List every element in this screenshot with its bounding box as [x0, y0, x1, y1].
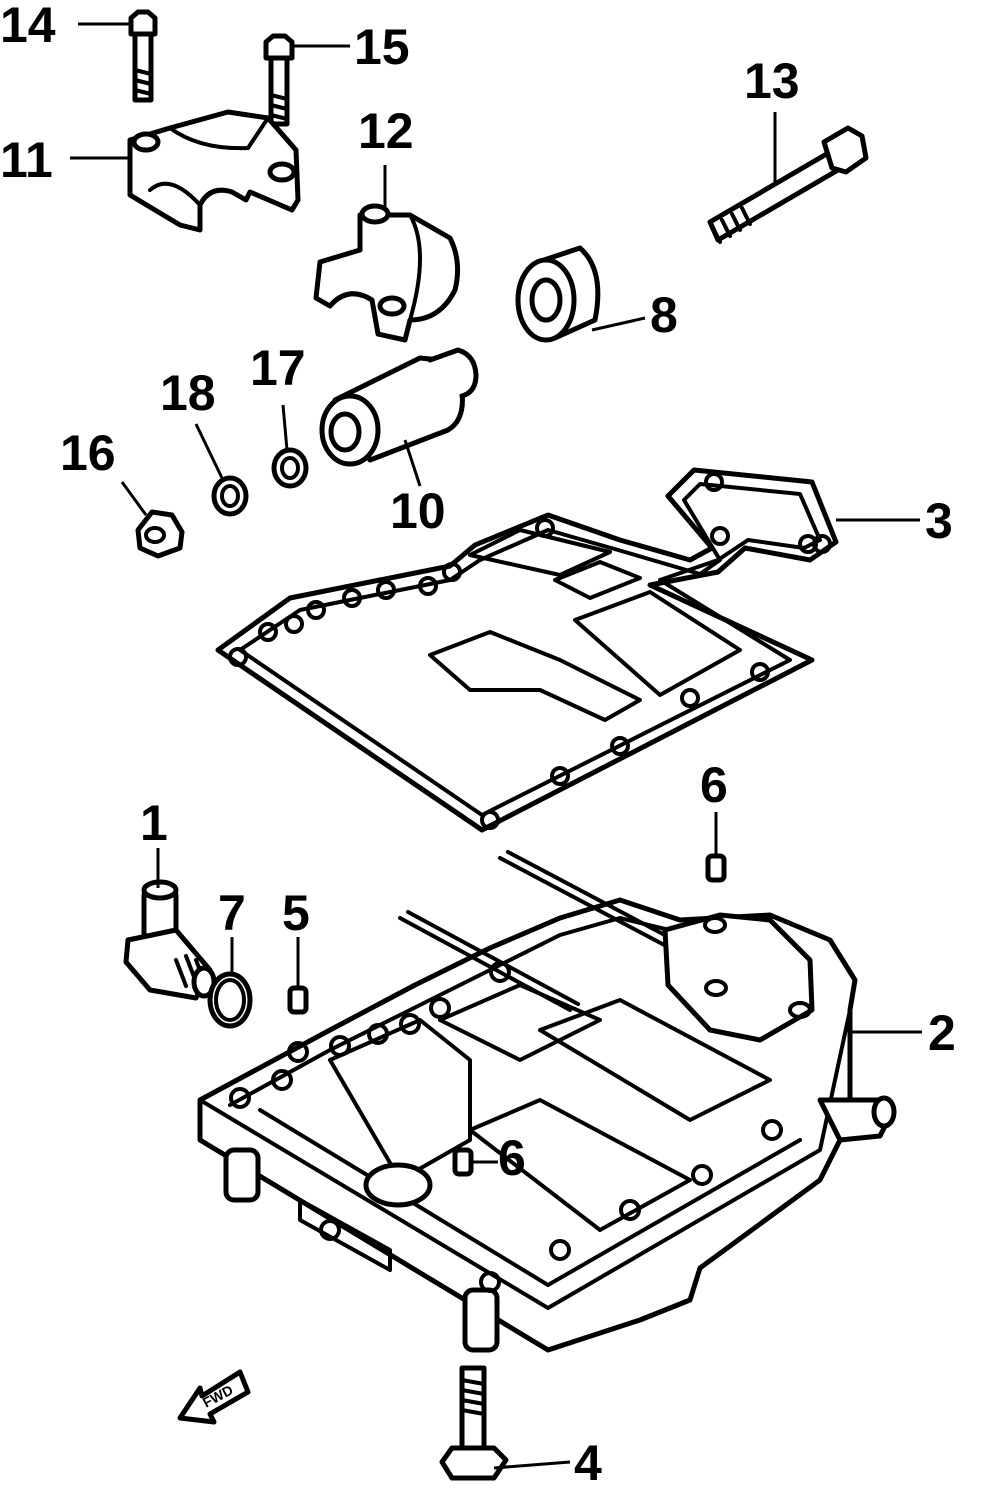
- part-12-bracket: [313, 203, 461, 343]
- callout-16: 16: [60, 425, 116, 481]
- part-17-washer: [271, 447, 309, 489]
- leader-18: [194, 423, 224, 479]
- part-5-dowel-pin: [287, 985, 309, 1015]
- callout-6-upper: 6: [700, 757, 728, 813]
- callout-3: 3: [925, 493, 953, 549]
- part-15-bolt: [263, 33, 295, 127]
- gasket-bolt-holes: [228, 472, 832, 830]
- callout-14: 14: [0, 0, 56, 53]
- part-14-bolt: [128, 9, 158, 103]
- callout-17: 17: [250, 340, 306, 396]
- callout-18: 18: [160, 365, 216, 421]
- part-6-dowel-pin-upper: [705, 853, 727, 883]
- part-10-mount: [319, 347, 479, 467]
- leader-10: [403, 439, 422, 487]
- callout-7: 7: [218, 885, 246, 941]
- part-4-bolt: [439, 1365, 509, 1481]
- part-18-washer: [211, 475, 249, 517]
- leader-4: [493, 1460, 571, 1470]
- part-2-adapter-plate: [197, 850, 897, 1353]
- part-7-o-ring: [207, 971, 253, 1029]
- callout-13: 13: [744, 53, 800, 109]
- callout-12: 12: [358, 103, 414, 159]
- part-3-gasket: [215, 467, 839, 833]
- part-13-long-bolt: [707, 125, 869, 244]
- callout-8: 8: [650, 287, 678, 343]
- forward-arrow-icon: FWD: [177, 1369, 251, 1425]
- part-16-nut: [135, 509, 185, 559]
- part-8-bushing: [515, 245, 601, 343]
- callout-5: 5: [282, 885, 310, 941]
- part-11-bracket-cap: [127, 109, 301, 233]
- callout-10: 10: [390, 483, 446, 539]
- callout-11: 11: [0, 132, 53, 188]
- part-1-fitting: [123, 879, 217, 1001]
- leader-17: [281, 404, 289, 451]
- callout-4: 4: [574, 1435, 602, 1491]
- callout-2: 2: [928, 1005, 956, 1061]
- leader-8: [591, 316, 646, 332]
- callout-15: 15: [354, 19, 410, 75]
- plate-bolt-holes: [229, 961, 783, 1293]
- leader-16: [120, 481, 148, 516]
- callout-6-lower: 6: [498, 1130, 526, 1186]
- callout-1: 1: [140, 795, 168, 851]
